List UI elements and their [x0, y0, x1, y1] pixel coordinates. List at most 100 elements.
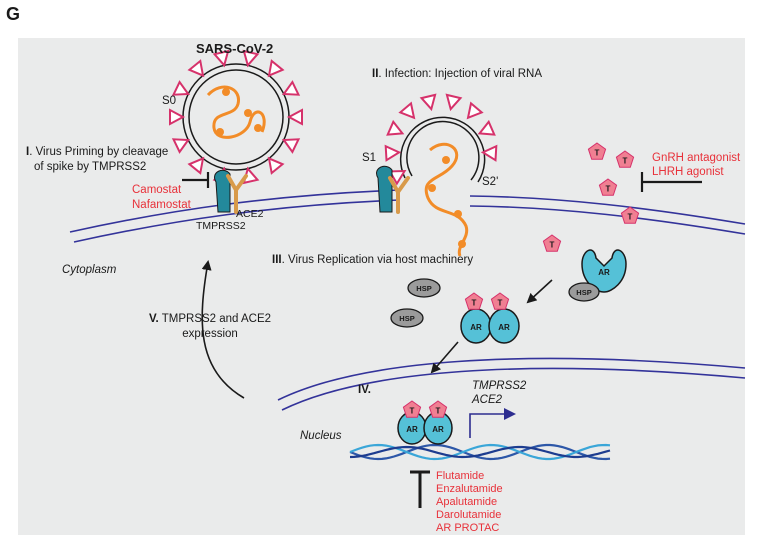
- panel-background: [18, 38, 745, 535]
- step5-label: V. TMPRSS2 and ACE2: [130, 313, 290, 326]
- ar-label-complex: AR: [598, 268, 610, 277]
- tmprss2-receptor-priming: [214, 169, 231, 213]
- arrow-expression-loop: [201, 260, 245, 399]
- label-tmprss2-receptor: TMPRSS2: [196, 220, 246, 232]
- testosterone-label: T: [436, 407, 441, 416]
- spike-protein: [267, 59, 285, 78]
- step3-number: III: [272, 254, 282, 266]
- testosterone-molecule: [464, 292, 484, 310]
- testosterone-molecule: [402, 400, 422, 418]
- hsp-label-2: HSP: [399, 314, 414, 323]
- testosterone-label: T: [623, 157, 628, 166]
- gene-ace2: ACE2: [472, 394, 503, 406]
- gnrh-inhibition: [640, 172, 702, 192]
- label-ace2-receptor: ACE2: [236, 208, 264, 220]
- step2-number: II: [372, 68, 379, 80]
- spike-protein: [445, 93, 463, 112]
- spike-protein: [419, 93, 437, 112]
- spike-protein: [281, 80, 301, 96]
- step4-number: IV.: [358, 384, 372, 396]
- arrow-hsp-release: [526, 279, 553, 304]
- step1-text-line1: . Virus Priming by cleavage: [29, 146, 169, 158]
- spike-protein: [384, 144, 402, 162]
- testosterone-molecule: [428, 400, 448, 418]
- step2-text: . Infection: Injection of viral RNA: [378, 68, 543, 80]
- step3-text: . Virus Replication via host machinery: [281, 254, 474, 266]
- hsp-label-complex: HSP: [576, 288, 591, 297]
- spike-protein: [466, 101, 484, 120]
- label-s0: S0: [162, 95, 177, 107]
- spike-protein: [267, 156, 285, 175]
- testosterone-label: T: [498, 299, 503, 308]
- label-cytoplasm: Cytoplasm: [62, 264, 117, 276]
- label-s2prime: S2': [482, 176, 499, 188]
- hsp-label-1: HSP: [416, 284, 431, 293]
- ar-label-nuc-1: AR: [406, 425, 418, 434]
- spike-protein: [212, 49, 230, 68]
- label-nucleus: Nucleus: [300, 430, 342, 442]
- arrow-to-nucleus: [430, 341, 459, 374]
- step1-number: I: [26, 146, 30, 158]
- testosterone-label: T: [550, 241, 555, 250]
- step5-number: V.: [148, 313, 159, 325]
- dna-helix: [349, 443, 611, 461]
- testosterone-molecule: [542, 234, 562, 252]
- step1-text-line2: of spike by TMPRSS2: [34, 161, 147, 173]
- testosterone-label: T: [410, 407, 415, 416]
- gene-tmprss2: TMPRSS2: [472, 380, 527, 392]
- ar-label-cyto-2: AR: [498, 323, 510, 332]
- step2-label: II. Infection: Injection of viral RNA: [372, 68, 542, 81]
- inhibitor-nafamostat: Nafamostat: [132, 199, 191, 211]
- virus-fusing: [384, 93, 498, 257]
- testosterone-label: T: [595, 149, 600, 158]
- spike-protein: [386, 119, 405, 136]
- virus-title: SARS-CoV-2: [196, 41, 274, 56]
- testosterone-molecule: [620, 206, 640, 224]
- ar-inhibitor-enzalutamide: Enzalutamide: [436, 483, 503, 495]
- ar-inhibitor-darolutamide: Darolutamide: [436, 509, 502, 521]
- ar-hsp-complex: [568, 249, 627, 302]
- ar-inhibitor-ar-protac: AR PROTAC: [436, 522, 500, 534]
- spike-protein: [187, 59, 205, 78]
- testosterone-molecule: [490, 292, 510, 310]
- testosterone-label: T: [472, 299, 477, 308]
- inhibitor-camostat: Camostat: [132, 184, 182, 196]
- testosterone-label: T: [628, 213, 633, 222]
- spike-protein: [281, 138, 301, 154]
- virus-s0: [169, 49, 303, 185]
- spike-protein: [286, 108, 303, 126]
- ar-label-nuc-2: AR: [432, 425, 444, 434]
- step3-label: III. Virus Replication via host machiner…: [272, 254, 473, 267]
- spike-protein: [171, 138, 191, 154]
- ar-inhibitor-apalutamide: Apalutamide: [436, 496, 498, 508]
- camostat-inhibition: [182, 172, 210, 188]
- cell-membrane: [69, 189, 746, 243]
- hsp-1: [407, 278, 441, 298]
- testosterone-label: T: [606, 185, 611, 194]
- hormone-therapy-gnrh: GnRH antagonist: [652, 152, 741, 164]
- ar-dimer-cytoplasm: [460, 308, 520, 344]
- label-s1: S1: [362, 152, 377, 164]
- ar-inhibitor-bar: [410, 470, 430, 508]
- transcription-arrow: [469, 408, 516, 438]
- testosterone-molecule: [587, 142, 607, 160]
- spike-protein: [242, 49, 260, 68]
- flow-arrows: [201, 260, 553, 399]
- step1-label: I. Virus Priming by cleavage: [26, 146, 168, 159]
- spike-protein: [187, 156, 205, 175]
- spike-protein: [480, 144, 498, 162]
- ar-label-cyto-1: AR: [470, 323, 482, 332]
- ar-inhibitor-flutamide: Flutamide: [436, 470, 485, 482]
- panel-letter: G: [6, 4, 21, 24]
- ace2-receptor-priming: [226, 174, 248, 214]
- testosterone-molecule: [598, 178, 618, 196]
- testosterone-molecule: [615, 150, 635, 168]
- spike-protein: [388, 169, 407, 186]
- hsp-2: [390, 308, 424, 328]
- step5-text-line1: TMPRSS2 and ACE2: [158, 313, 272, 325]
- nuclear-membrane: [277, 357, 746, 411]
- spike-protein: [169, 108, 186, 126]
- spike-protein: [477, 119, 496, 136]
